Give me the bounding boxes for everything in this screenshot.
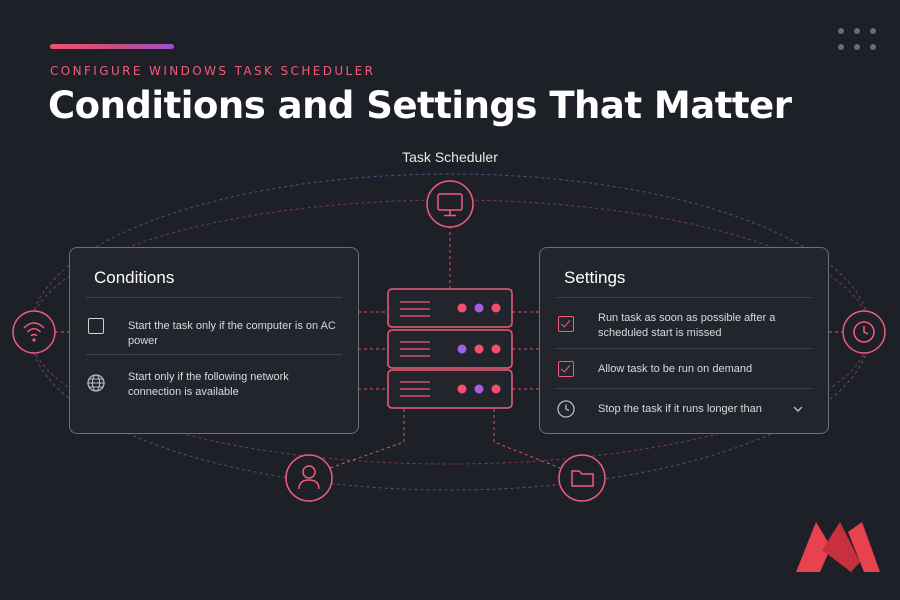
clock-icon — [557, 400, 575, 418]
eyebrow-text: CONFIGURE WINDOWS TASK SCHEDULER — [50, 64, 376, 78]
link-server-folder — [493, 409, 561, 469]
divider — [86, 297, 342, 298]
server-unit — [387, 329, 513, 369]
setting-stop-task-text: Stop the task if it runs longer than — [598, 403, 762, 415]
setting-run-on-demand-text: Allow task to be run on demand — [598, 363, 753, 375]
monitor-icon — [426, 180, 474, 228]
checkbox-icon[interactable] — [558, 361, 574, 377]
setting-run-missed-text: Run task as soon as possible after a sch… — [598, 311, 775, 341]
folder-icon — [558, 454, 606, 502]
divider — [556, 297, 812, 298]
globe-icon — [87, 374, 105, 392]
user-icon — [285, 454, 333, 502]
task-scheduler-label: Task Scheduler — [402, 149, 498, 165]
divider — [86, 354, 342, 355]
chevron-down-icon[interactable] — [792, 403, 804, 415]
conditions-title: Conditions — [94, 268, 175, 287]
dots-decoration — [832, 24, 880, 56]
condition-network-text: Start only if the following network conn… — [128, 370, 289, 400]
server-unit — [387, 369, 513, 409]
accent-bar — [50, 44, 174, 49]
clock-icon — [842, 310, 886, 354]
condition-network-line2: connection is available — [128, 386, 239, 398]
checkbox-icon[interactable] — [558, 316, 574, 332]
settings-title: Settings — [564, 268, 626, 287]
wifi-icon — [12, 310, 56, 354]
condition-network-line1: Start only if the following network — [128, 371, 289, 383]
conditions-panel: Conditions Start the task only if the co… — [69, 247, 359, 434]
setting-run-missed-line2: scheduled start is missed — [598, 327, 722, 339]
server-unit — [387, 288, 513, 328]
server-icon — [387, 288, 513, 409]
condition-ac-power-text: Start the task only if the computer is o… — [128, 320, 336, 347]
divider — [556, 388, 812, 389]
link-server-user — [329, 409, 405, 469]
setting-run-missed-line1: Run task as soon as possible after a — [598, 312, 776, 324]
brand-logo-icon — [796, 522, 880, 572]
divider — [556, 348, 812, 349]
page-title: Conditions and Settings That Matter — [48, 84, 792, 127]
settings-panel: Settings Run task as soon as possible af… — [539, 247, 829, 434]
checkbox-icon[interactable] — [88, 318, 104, 334]
